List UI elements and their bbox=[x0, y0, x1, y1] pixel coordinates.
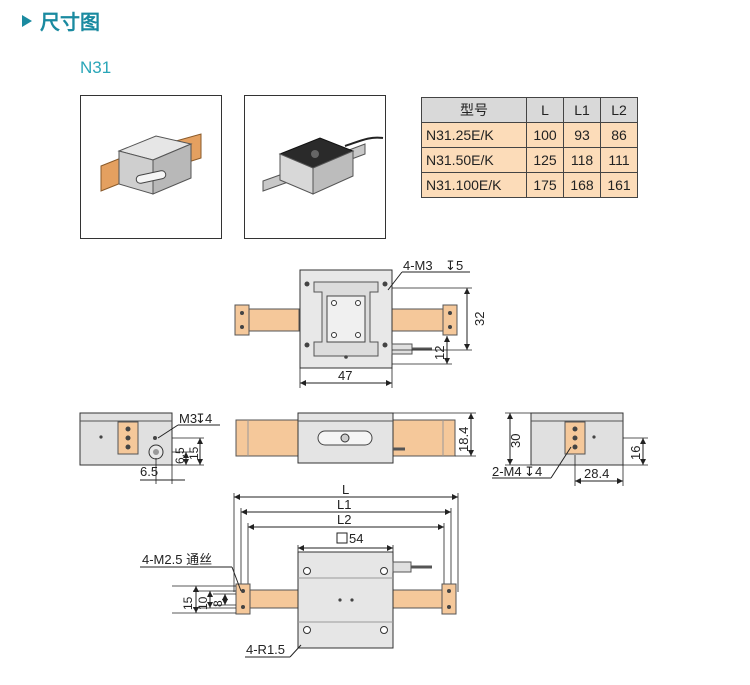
table-cell: 86 bbox=[600, 122, 638, 148]
stage-photo-illustration bbox=[100, 133, 202, 195]
table-cell: 161 bbox=[600, 172, 638, 198]
model-label: N31 bbox=[80, 58, 112, 77]
table-header: L bbox=[526, 97, 564, 123]
top-view: 4-M3 ↧ 5 32 12 47 bbox=[234, 258, 487, 388]
dim-label-radius: 4-R1.5 bbox=[246, 642, 285, 657]
dim-label-height: 18.4 bbox=[456, 427, 471, 452]
dim-label-width: 47 bbox=[338, 368, 352, 383]
table-header: L2 bbox=[600, 97, 638, 123]
rail-end-block bbox=[442, 304, 458, 336]
table-cell: 168 bbox=[563, 172, 601, 198]
table-row: N31.100E/K 175 168 161 bbox=[421, 172, 638, 198]
dim-label-thread: M3 bbox=[179, 411, 197, 426]
dim-label-hole: 4-M2.5 通丝 bbox=[142, 552, 212, 567]
dim-label-L1: L1 bbox=[337, 497, 351, 512]
dim-label-v1: 15 bbox=[181, 596, 195, 610]
table-cell: N31.100E/K bbox=[421, 172, 527, 198]
table-row: N31.50E/K 125 118 111 bbox=[421, 147, 638, 173]
table-header-row: 型号 L L1 L2 bbox=[421, 97, 638, 123]
dim-label-hole: 4-M3 bbox=[403, 258, 433, 273]
dim-label-depth: 4 bbox=[205, 411, 212, 426]
depth-symbol-icon: ↧ bbox=[524, 464, 535, 479]
left-side-view: M3 ↧ 4 6.5 15 6.5 bbox=[79, 411, 220, 484]
table-cell: 111 bbox=[600, 147, 638, 173]
depth-symbol-icon: ↧ bbox=[195, 411, 206, 426]
dim-label-thread: 2-M4 bbox=[492, 464, 522, 479]
rail-end-block bbox=[234, 304, 250, 336]
table-cell: 175 bbox=[526, 172, 564, 198]
stage-photo-illustration bbox=[262, 136, 384, 195]
front-view: 18.4 bbox=[235, 412, 476, 464]
dim-label-v2: 10 bbox=[196, 596, 210, 610]
dim-label-width: 28.4 bbox=[584, 466, 609, 481]
dim-label-d1: 6.5 bbox=[173, 447, 187, 464]
table-header: L1 bbox=[563, 97, 601, 123]
dim-label-depth: 5 bbox=[456, 258, 463, 273]
dim-label-L: L bbox=[342, 482, 349, 497]
dim-label-d2: 15 bbox=[187, 446, 201, 460]
dim-label-square: 54 bbox=[349, 531, 363, 546]
triangle-bullet-icon bbox=[22, 14, 32, 27]
section-header: 尺寸图 bbox=[22, 6, 100, 35]
right-side-view: 30 16 28.4 2-M4 ↧ 4 bbox=[492, 412, 648, 486]
dim-label-offset: 12 bbox=[432, 346, 447, 360]
dim-label-height: 32 bbox=[472, 312, 487, 326]
dim-label-L2: L2 bbox=[337, 512, 351, 527]
table-cell: N31.50E/K bbox=[421, 147, 527, 173]
dim-label-d1: 16 bbox=[628, 446, 643, 460]
dim-label-d3: 6.5 bbox=[140, 464, 158, 479]
product-photo-2 bbox=[244, 95, 386, 239]
spec-table: 型号 L L1 L2 N31.25E/K 100 93 86 N31.50E/K… bbox=[421, 97, 638, 198]
dim-label-depth: 4 bbox=[535, 464, 542, 479]
table-row: N31.25E/K 100 93 86 bbox=[421, 122, 638, 148]
table-cell: N31.25E/K bbox=[421, 122, 527, 148]
depth-symbol-icon: ↧ bbox=[445, 258, 456, 273]
square-symbol-icon bbox=[336, 532, 348, 544]
product-photo-1 bbox=[80, 95, 222, 239]
bottom-view: L L1 L2 54 4-M2.5 通丝 bbox=[140, 482, 459, 658]
table-cell: 125 bbox=[526, 147, 564, 173]
dim-label-height: 30 bbox=[508, 434, 523, 448]
table-cell: 93 bbox=[563, 122, 601, 148]
section-title: 尺寸图 bbox=[40, 10, 100, 34]
dim-label-v3: 8 bbox=[211, 600, 225, 607]
